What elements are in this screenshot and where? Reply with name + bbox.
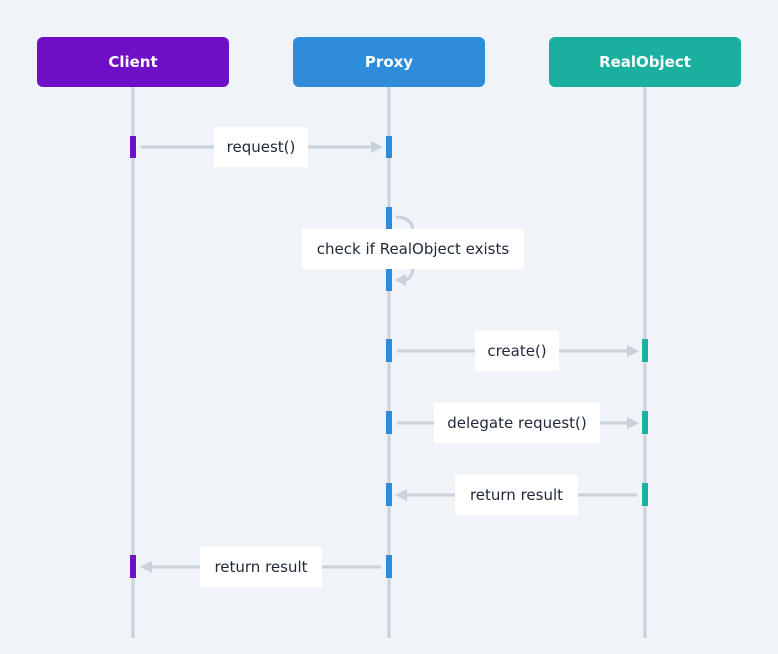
actor-proxy-label: Proxy (364, 53, 414, 71)
actor-realobject-label: RealObject (599, 53, 691, 71)
actor-client-label: Client (108, 53, 158, 71)
activation-realobject-3 (642, 483, 648, 506)
activation-proxy-6 (386, 555, 392, 578)
actor-realobject: RealObject (549, 37, 741, 87)
message-label-delegate: delegate request() (434, 403, 600, 443)
arrowhead-request (371, 141, 383, 153)
activation-realobject-1 (642, 339, 648, 362)
message-label-return-proxy: return result (200, 547, 322, 587)
activation-realobject-2 (642, 411, 648, 434)
arrowhead-return-proxy (140, 561, 152, 573)
activation-proxy-1 (386, 136, 392, 158)
activation-proxy-4 (386, 411, 392, 434)
activation-client-1 (130, 136, 136, 158)
message-label-check: check if RealObject exists (302, 229, 524, 269)
message-label-create: create() (475, 331, 559, 371)
arrowhead-delegate (627, 417, 639, 429)
arrowhead-return-realobject (395, 489, 407, 501)
activation-client-2 (130, 555, 136, 578)
arrowhead-self-check (395, 274, 406, 286)
message-label-request: request() (214, 127, 308, 167)
arrowhead-create (627, 345, 639, 357)
activation-proxy-5 (386, 483, 392, 506)
message-label-return-realobject: return result (455, 475, 578, 515)
actor-client: Client (37, 37, 229, 87)
activation-proxy-3 (386, 339, 392, 362)
actor-proxy: Proxy (293, 37, 485, 87)
